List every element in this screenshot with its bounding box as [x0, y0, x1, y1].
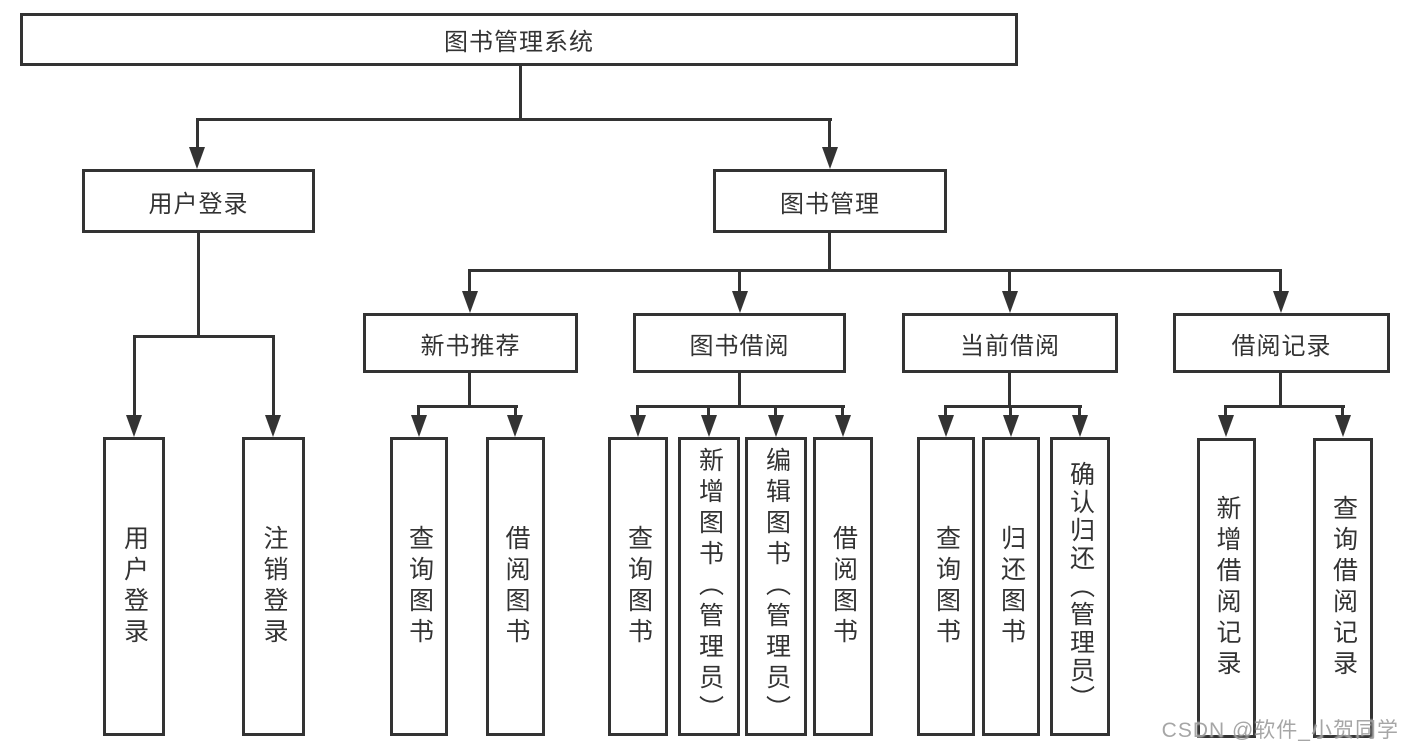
node-book-management-label: 图书管理 [780, 190, 880, 218]
watermark: CSDN @软件_小贺同学 [1161, 719, 1399, 742]
arrow-down-icon [768, 415, 784, 437]
connector-line [196, 118, 832, 121]
arrow-down-icon [701, 415, 717, 437]
arrow-down-icon [265, 415, 281, 437]
leaf-logout-label: 注销登录 [260, 524, 288, 649]
node-root-label: 图书管理系统 [444, 29, 594, 56]
node-user-login-label: 用户登录 [148, 190, 249, 218]
arrow-down-icon [1072, 415, 1088, 437]
connector-line [272, 335, 275, 415]
leaf-user-login: 用户登录 [103, 437, 165, 736]
arrow-down-icon [1003, 415, 1019, 437]
leaf-add-book-admin: 新增图书（管理员） [678, 437, 740, 736]
leaf-query-borrow-record-label: 查询借阅记录 [1329, 495, 1358, 681]
connector-line [133, 335, 275, 338]
leaf-query-books-recommend-label: 查询图书 [405, 524, 434, 649]
connector-line [841, 405, 844, 417]
leaf-query-borrow-record: 查询借阅记录 [1313, 438, 1373, 738]
arrow-down-icon [189, 147, 205, 169]
arrow-down-icon [1002, 291, 1018, 313]
arrow-down-icon [507, 415, 523, 437]
connector-line [828, 118, 831, 149]
arrow-down-icon [1335, 415, 1351, 437]
connector-line [738, 373, 741, 408]
connector-line [417, 405, 420, 417]
node-user-login: 用户登录 [82, 169, 315, 233]
connector-line [1224, 405, 1227, 417]
connector-line [1279, 269, 1282, 292]
leaf-confirm-return-admin-label: 确认归还（管理员） [1066, 460, 1095, 713]
arrow-down-icon [630, 415, 646, 437]
connector-line [1008, 269, 1011, 292]
connector-line [468, 269, 471, 292]
connector-line [944, 405, 947, 417]
arrow-down-icon [462, 291, 478, 313]
node-root: 图书管理系统 [20, 13, 1018, 66]
node-new-book-recommend-label: 新书推荐 [420, 332, 521, 360]
arrow-down-icon [835, 415, 851, 437]
leaf-user-login-label: 用户登录 [120, 524, 149, 649]
connector-line [519, 66, 522, 120]
connector-line [707, 405, 710, 417]
connector-line [1009, 405, 1012, 417]
connector-line [468, 269, 1282, 272]
connector-line [514, 405, 517, 417]
node-book-borrow-label: 图书借阅 [689, 332, 790, 360]
arrow-down-icon [411, 415, 427, 437]
arrow-down-icon [822, 147, 838, 169]
leaf-query-books-recommend: 查询图书 [390, 437, 448, 736]
arrow-down-icon [938, 415, 954, 437]
arrow-down-icon [1218, 415, 1234, 437]
leaf-edit-book-admin-label: 编辑图书（管理员） [762, 447, 791, 726]
leaf-borrow-books: 借阅图书 [813, 437, 873, 736]
connector-line [774, 405, 777, 417]
leaf-query-books-current: 查询图书 [917, 437, 975, 736]
leaf-query-books-borrow: 查询图书 [608, 437, 668, 736]
arrow-down-icon [1273, 291, 1289, 313]
node-borrow-record-label: 借阅记录 [1231, 332, 1332, 360]
leaf-edit-book-admin: 编辑图书（管理员） [745, 437, 807, 736]
leaf-borrow-books-recommend: 借阅图书 [486, 437, 545, 736]
connector-line [468, 373, 471, 408]
connector-line [636, 405, 639, 417]
connector-line [828, 233, 831, 272]
connector-line [636, 405, 845, 408]
leaf-add-borrow-record: 新增借阅记录 [1197, 438, 1256, 738]
connector-line [133, 335, 136, 415]
leaf-return-book-label: 归还图书 [997, 524, 1026, 649]
leaf-add-borrow-record-label: 新增借阅记录 [1213, 495, 1241, 681]
connector-line [1224, 405, 1345, 408]
leaf-borrow-books-recommend-label: 借阅图书 [502, 524, 530, 649]
arrow-down-icon [732, 291, 748, 313]
leaf-confirm-return-admin: 确认归还（管理员） [1050, 437, 1110, 736]
node-current-borrow: 当前借阅 [902, 313, 1118, 373]
connector-line [1341, 405, 1344, 417]
connector-line [1078, 405, 1081, 417]
connector-line [1279, 373, 1282, 408]
leaf-return-book: 归还图书 [982, 437, 1040, 736]
leaf-query-books-current-label: 查询图书 [932, 524, 961, 649]
connector-line [197, 233, 200, 338]
node-book-management: 图书管理 [713, 169, 947, 233]
leaf-borrow-books-label: 借阅图书 [829, 524, 858, 649]
connector-line [738, 269, 741, 292]
connector-line [196, 118, 199, 149]
node-book-borrow: 图书借阅 [633, 313, 846, 373]
node-current-borrow-label: 当前借阅 [960, 332, 1060, 360]
connector-line [1008, 373, 1011, 408]
leaf-query-books-borrow-label: 查询图书 [624, 524, 653, 649]
leaf-logout: 注销登录 [242, 437, 305, 736]
connector-line [417, 405, 518, 408]
node-new-book-recommend: 新书推荐 [363, 313, 578, 373]
leaf-add-book-admin-label: 新增图书（管理员） [695, 447, 724, 726]
node-borrow-record: 借阅记录 [1173, 313, 1390, 373]
arrow-down-icon [126, 415, 142, 437]
connector-line [944, 405, 1082, 408]
